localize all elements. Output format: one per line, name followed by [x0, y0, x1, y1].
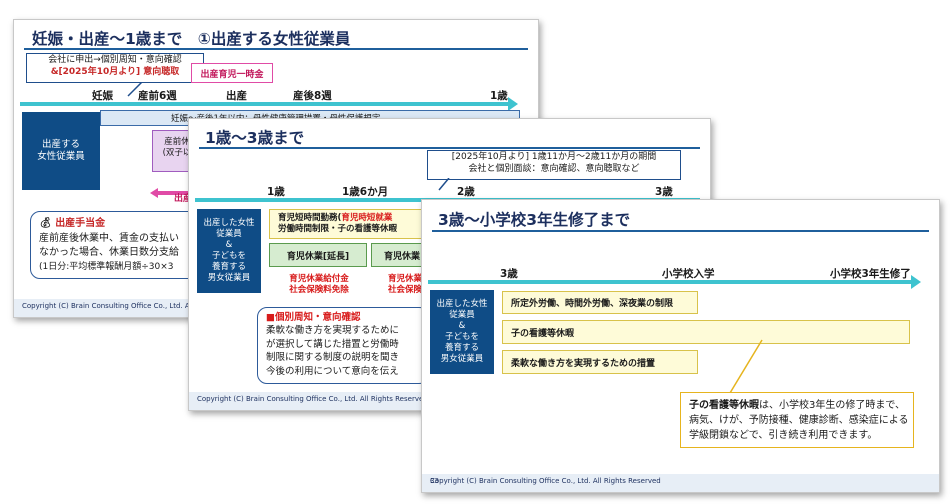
slide2-title-underline — [199, 147, 700, 149]
slide1-benefit-line2: なかった場合、休業日数分支給 — [39, 247, 179, 258]
slide2-short-hours-line1: 育児短時間勤務(育児時短就業 — [278, 213, 428, 224]
slide2-short-hours-line2: 労働時間制限・子の看護等休暇 — [278, 224, 398, 235]
slide3-overtime-limit-bar: 所定外労働、時間外労働、深夜業の制限 — [502, 291, 698, 314]
slide2-childcare-leave-extended: 育児休業[延長] — [269, 243, 367, 267]
slide-age3-to-grade3[interactable]: 3歳～小学校3年生修了まで 3歳 小学校入学 小学校3年生修了 出産した女性 従… — [421, 199, 940, 493]
slide2-benefit-red2: 育児休業 社会保険 — [387, 274, 422, 296]
money-bag-icon: 💰︎ — [39, 218, 52, 229]
slide3-tick-elementary-entry: 小学校入学 — [662, 268, 715, 280]
slide2-benefit-red1: 育児休業給付金 社会保険料免除 — [289, 274, 349, 296]
slide3-note-bold: 子の看護等休暇 — [689, 400, 759, 411]
slide1-callout-line1: 会社に申出→個別周知・意向確認 — [48, 55, 182, 65]
slide2-info-line3: 制限に関する制度の説明を聞き — [266, 352, 400, 364]
slide2-callout-line1: [2025年10月より] 1歳11か月～2歳11か月の期間 — [451, 152, 657, 162]
slide1-tick-postnatal-8w: 産後8週 — [293, 90, 332, 102]
slide2-target-label: 出産した女性 従業員 & 子どもを 養育する 男女従業員 — [197, 209, 261, 293]
slide2-short-hours-red: 育児時短就業 — [341, 213, 393, 223]
slide1-birth-lump-sum-label: 出産育児一時金 — [191, 63, 273, 83]
slide2-copyright: Copyright (C) Brain Consulting Office Co… — [197, 395, 428, 403]
slide3-nursing-leave-note: 子の看護等休暇は、小学校3年生の修了時まで、 病気、けが、予防接種、健康診断、感… — [680, 392, 914, 448]
slide1-benefit-title-row: 💰︎ 出産手当金 — [39, 217, 211, 232]
slide2-individual-notice-box: ■個別周知・意向確認 柔軟な働き方を実現するために が選択して講じた措置と労働時… — [257, 307, 429, 384]
slide3-child-nursing-leave-bar: 子の看護等休暇 — [502, 320, 910, 344]
slide1-notice-callout: 会社に申出→個別周知・意向確認 &[2025年10月より] 意向聴取 — [26, 53, 204, 83]
slide3-note-line3: 学級閉鎖などで、引き続き利用できます。 — [689, 430, 878, 441]
slide1-callout-pointer — [127, 82, 143, 97]
slide2-info-line2: が選択して講じた措置と労働時 — [266, 338, 399, 350]
slide1-target-label: 出産する 女性従業員 — [22, 112, 100, 190]
slide3-target-label: 出産した女性 従業員 & 子どもを 養育する 男女従業員 — [430, 290, 494, 374]
slide3-copyright: Copyright (C) Brain Consulting Office Co… — [430, 477, 661, 485]
slide2-callout-line2: 会社と個別面談：意向確認、意向聴取など — [468, 164, 640, 175]
slide1-callout-line2: &[2025年10月より] 意向聴取 — [50, 67, 180, 78]
slide3-note-line1-rest: は、小学校3年生の修了時まで、 — [759, 400, 905, 411]
slide3-footer: Copyright (C) Brain Consulting Office Co… — [422, 474, 939, 492]
slide2-tick-age2: 2歳 — [457, 186, 475, 198]
slide2-callout-pointer — [438, 178, 450, 191]
slide3-note-line2: 病気、けが、予防接種、健康診断、感染症による — [689, 415, 909, 426]
slide1-title: 妊娠・出産～1歳まで ①出産する女性従業員 — [32, 30, 351, 48]
slide2-tick-age1-6m: 1歳6か月 — [342, 186, 389, 198]
slide1-copyright: Copyright (C) Brain Consulting Office Co… — [22, 302, 194, 310]
slide2-short-hours-box: 育児短時間勤務(育児時短就業 労働時間制限・子の看護等休暇 — [269, 209, 429, 239]
slide1-timeline-arrow — [20, 102, 510, 106]
slide2-info-line4: 今後の利用について意向を伝え — [266, 365, 399, 377]
slide1-leave-label: 出産 — [174, 194, 193, 204]
slide1-timeline-arrowhead — [508, 97, 518, 111]
slide1-leave-arrow — [150, 188, 190, 198]
slide3-flexible-work-bar: 柔軟な働き方を実現するための措置 — [502, 350, 698, 374]
slide1-benefit-line1: 産前産後休業中、賃金の支払い — [39, 232, 179, 244]
slide3-timeline-arrowhead — [911, 275, 921, 289]
slide1-title-underline — [24, 48, 528, 50]
slide2-tick-age3: 3歳 — [655, 186, 673, 198]
slide2-info-title: ■個別周知・意向確認 — [266, 312, 361, 323]
slide2-title: 1歳～3歳まで — [205, 129, 305, 147]
slide2-short-hours-text: 育児短時間勤務( — [278, 213, 342, 223]
slide2-interview-callout: [2025年10月より] 1歳11か月～2歳11か月の期間 会社と個別面談：意向… — [427, 150, 681, 180]
slide3-title: 3歳～小学校3年生修了まで — [438, 211, 631, 229]
slide3-tick-grade3-end: 小学校3年生修了 — [830, 268, 911, 280]
slide1-tick-pregnancy: 妊娠 — [92, 90, 113, 102]
slide3-note-line1: 子の看護等休暇は、小学校3年生の修了時まで、 — [689, 398, 905, 413]
slide3-timeline-arrow — [428, 280, 913, 284]
slide3-page-number: 33 — [430, 477, 439, 485]
slide1-benefit-title: 出産手当金 — [55, 218, 106, 229]
slide1-tick-prenatal-6w: 産前6週 — [138, 90, 177, 102]
slide1-tick-birth: 出産 — [226, 90, 247, 102]
slide1-tick-age1: 1歳 — [490, 90, 508, 102]
slide3-tick-age3: 3歳 — [500, 268, 518, 280]
slide3-title-underline — [432, 230, 929, 232]
slide3-note-pointer — [729, 339, 763, 394]
slide1-benefit-line3: (1日分:平均標準報酬月額÷30×3 — [39, 261, 174, 272]
slide2-info-line1: 柔軟な働き方を実現するために — [266, 325, 400, 337]
slide2-tick-age1: 1歳 — [267, 186, 285, 198]
